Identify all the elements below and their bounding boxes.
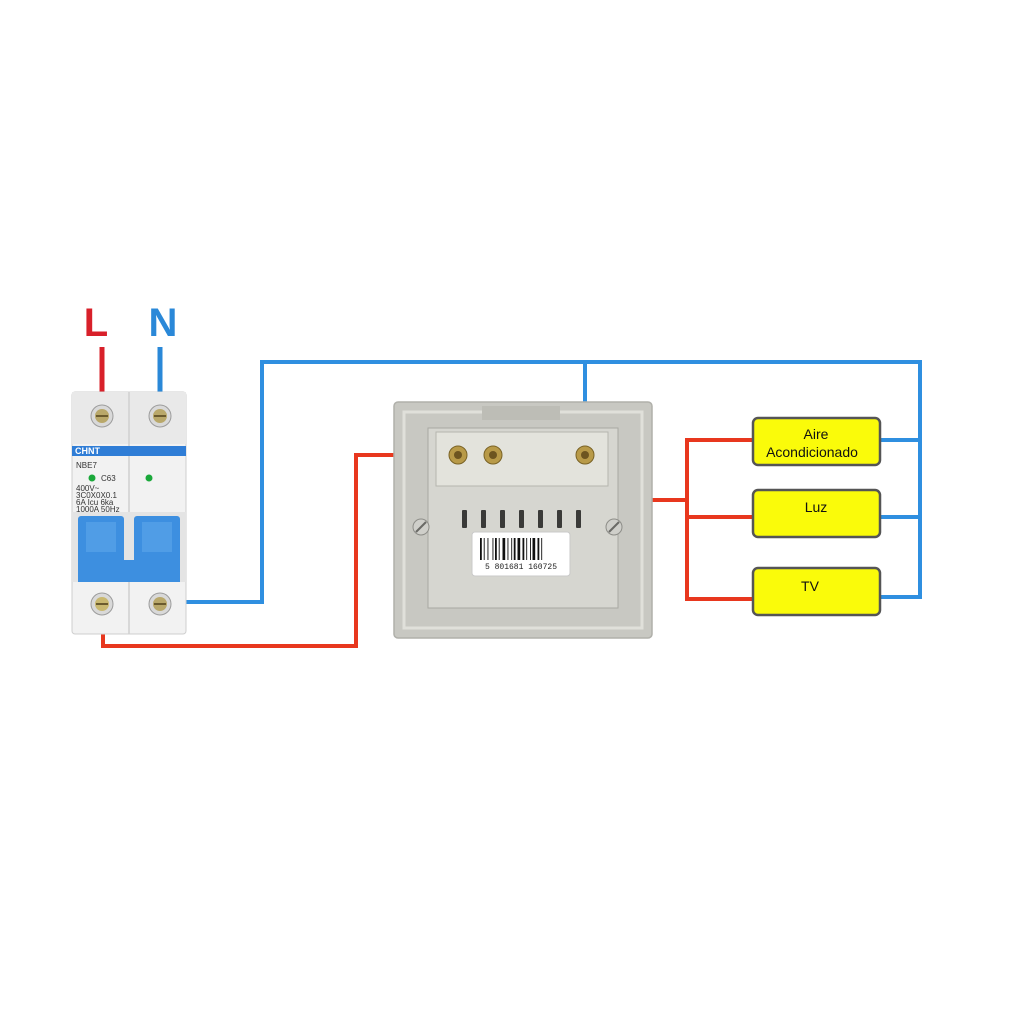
barcode-bar bbox=[530, 538, 531, 560]
load-luz: Luz bbox=[751, 488, 882, 539]
wall-switch: 5 801681 160725 bbox=[393, 401, 653, 639]
barcode-bar bbox=[511, 538, 513, 560]
barcode-bar bbox=[526, 538, 528, 560]
switch-top-notch bbox=[482, 406, 560, 420]
breaker-spec-3: 6A Icu 6ka bbox=[76, 498, 114, 507]
barcode-bars bbox=[480, 538, 543, 560]
barcode-number: 5 801681 160725 bbox=[485, 563, 557, 572]
barcode-bar bbox=[507, 538, 509, 560]
line-label: L bbox=[84, 301, 108, 345]
neutral-wire-main bbox=[160, 360, 922, 604]
breaker-indicator-l bbox=[88, 474, 96, 482]
barcode-bar bbox=[513, 538, 516, 560]
breaker-model: NBE7 bbox=[76, 461, 97, 470]
load-box-tv bbox=[751, 566, 882, 617]
breaker-spec-1: 400V~ bbox=[76, 484, 100, 493]
switch-fixing-screw-left bbox=[412, 518, 430, 536]
switch-terminal-n bbox=[575, 445, 595, 465]
circuit-breaker: CHNT NBE7 C63 400V~ 3C0X0X0.1 6A Icu 6ka… bbox=[71, 391, 187, 635]
breaker-top-screw-l bbox=[90, 404, 114, 428]
load-label-aire-line1: Aire bbox=[804, 426, 829, 442]
barcode-bar bbox=[498, 538, 500, 560]
barcode-bar bbox=[492, 538, 494, 560]
switch-vent-slots bbox=[462, 510, 581, 528]
barcode-bar bbox=[537, 538, 540, 560]
breaker-spec-2: 3C0X0X0.1 bbox=[76, 491, 117, 500]
barcode-bar bbox=[502, 538, 506, 560]
phase-wire-load-bus bbox=[685, 438, 752, 601]
barcode-bar bbox=[495, 538, 497, 560]
breaker-indicator-n bbox=[145, 474, 153, 482]
breaker-lever-l-highlight bbox=[86, 522, 116, 552]
barcode-bar bbox=[517, 538, 521, 560]
load-box-luz bbox=[751, 488, 882, 539]
load-label-luz: Luz bbox=[805, 499, 828, 515]
barcode-bar bbox=[487, 538, 489, 560]
load-label-tv: TV bbox=[801, 578, 820, 594]
breaker-brand: CHNT bbox=[75, 446, 100, 456]
breaker-top-screw-n bbox=[148, 404, 172, 428]
load-box-aire bbox=[751, 416, 882, 467]
barcode-bar bbox=[532, 538, 536, 560]
load-label-aire-line2: Acondicionado bbox=[766, 444, 858, 460]
breaker-bottom-screw-n bbox=[148, 592, 172, 616]
barcode-bar bbox=[480, 538, 482, 560]
neutral-label: N bbox=[149, 301, 178, 345]
switch-terminal-l-out bbox=[483, 445, 503, 465]
switch-fixing-screw-right bbox=[605, 518, 623, 536]
barcode-bar bbox=[483, 538, 485, 560]
breaker-brand-band bbox=[72, 446, 186, 456]
breaker-bottom-screw-l bbox=[90, 592, 114, 616]
barcode-bar bbox=[541, 538, 543, 560]
breaker-rating: C63 bbox=[101, 474, 116, 483]
breaker-lever-n-highlight bbox=[142, 522, 172, 552]
breaker-spec-4: 1000A 50Hz bbox=[76, 505, 120, 514]
switch-barcode-label: 5 801681 160725 bbox=[471, 531, 571, 577]
switch-terminal-l-in bbox=[448, 445, 468, 465]
load-aire-acondicionado: Aire Acondicionado bbox=[751, 416, 882, 467]
barcode-bar bbox=[522, 538, 525, 560]
breaker-lever-bridge[interactable] bbox=[78, 560, 180, 582]
breaker-toggle[interactable] bbox=[72, 512, 186, 582]
load-tv: TV bbox=[751, 566, 882, 617]
